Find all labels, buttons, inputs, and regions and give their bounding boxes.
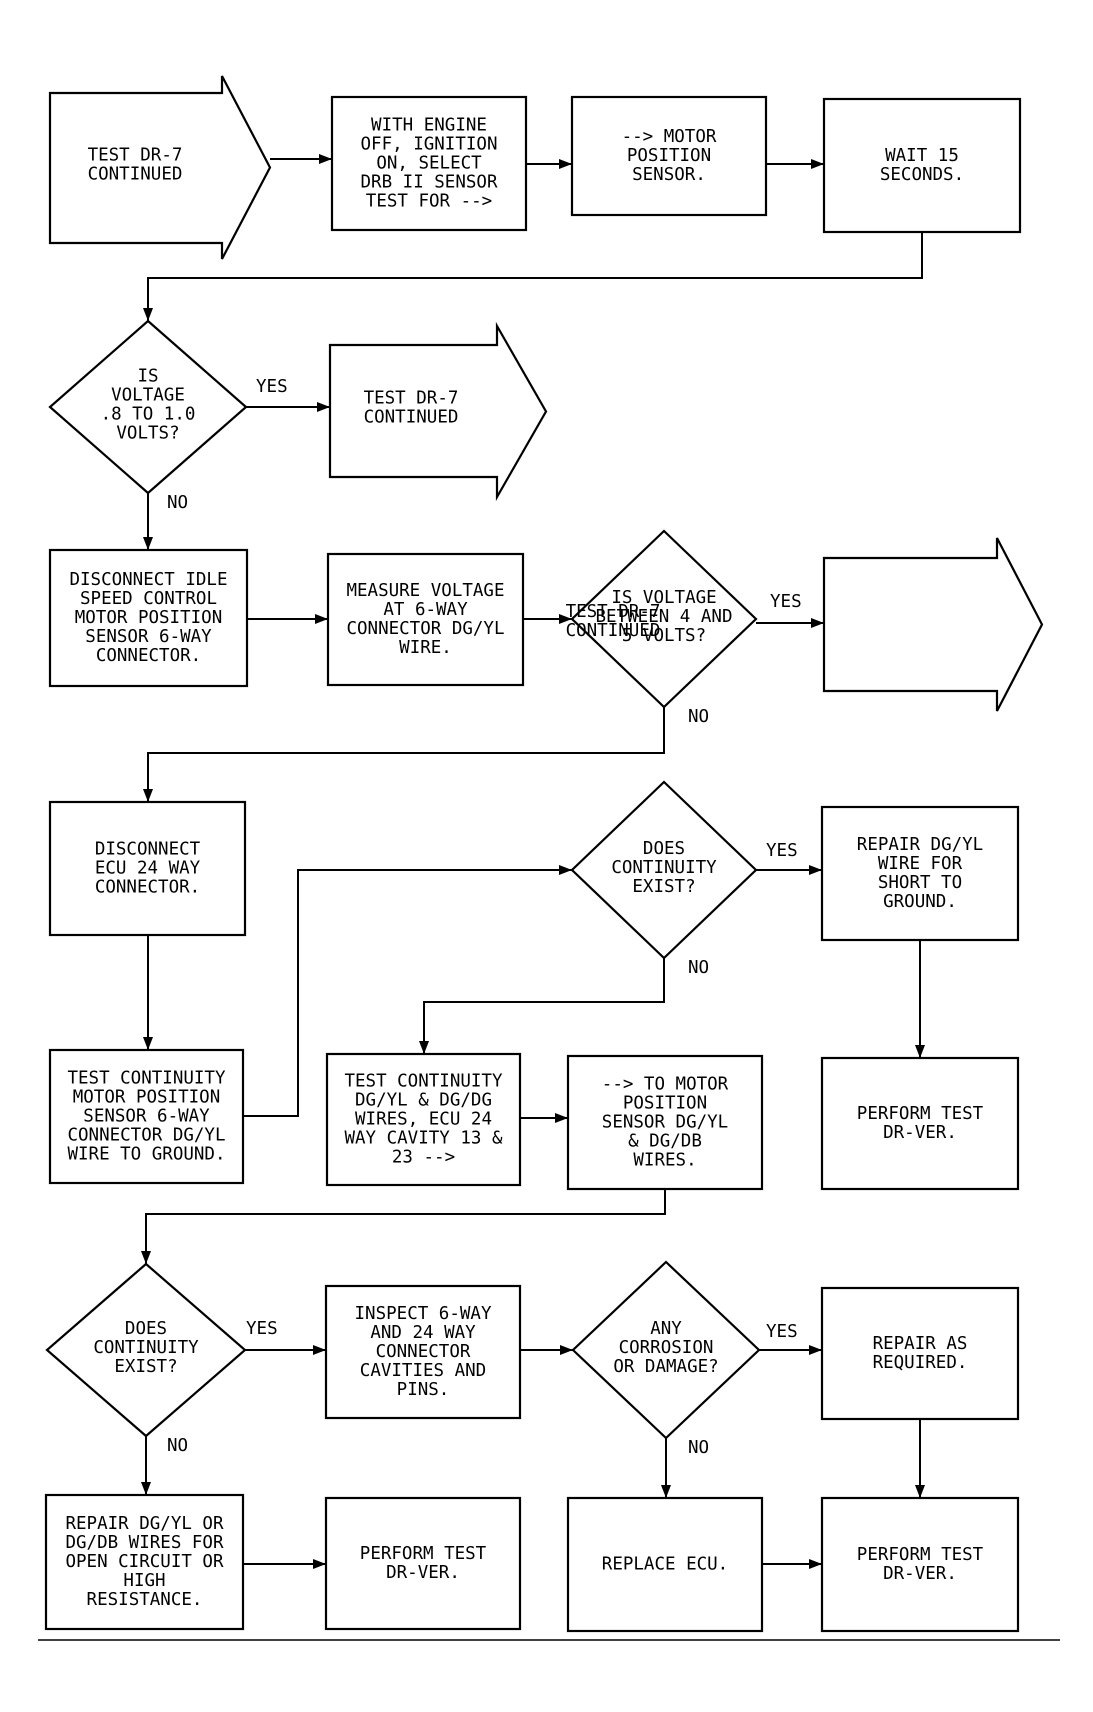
n13-box [566,1054,764,1191]
conn-d2-n9 [147,707,665,802]
n19-box [566,1496,764,1633]
conn-d4-n15-arrowhead [313,1345,326,1355]
conn-n7-d2-arrowhead [559,614,572,624]
conn-n10-n14-arrowhead [915,1045,925,1058]
conn-d3-n12-arrowhead [419,1041,429,1054]
conn-d3-n12 [423,958,665,1054]
flowchart-connectors [141,154,925,1569]
conn-n11-d3 [243,869,572,1117]
conn-n13-d4-arrowhead [141,1251,151,1264]
conn-d2-n8-arrowhead [811,618,824,628]
n18-box [324,1496,522,1631]
conn-d4-n17-arrowhead [141,1482,151,1495]
no-label: NO [167,1436,188,1456]
conn-n4-d1-arrowhead [143,308,153,321]
no-label: NO [688,707,709,727]
conn-d1-n5-arrowhead [317,402,330,412]
conn-n12-n13-arrowhead [555,1113,568,1123]
yes-label: YES [246,1319,278,1339]
n14-box [820,1056,1020,1191]
n20-box [820,1496,1020,1633]
conn-n17-n18-arrowhead [313,1559,326,1569]
n10-box [820,805,1020,942]
conn-d5-n19-arrowhead [661,1485,671,1498]
conn-n15-d5-arrowhead [560,1345,573,1355]
conn-n6-n7-arrowhead [315,614,328,624]
n12-box [325,1052,522,1187]
conn-d5-n16-arrowhead [809,1345,822,1355]
n11-box [48,1048,245,1185]
conn-n13-d4 [145,1189,666,1264]
yes-label: YES [256,377,288,397]
n8-continue-arrow [822,537,1044,712]
conn-n3-n4-arrowhead [811,159,824,169]
n15-box [324,1284,522,1420]
no-label: NO [688,1438,709,1458]
yes-label: YES [770,592,802,612]
conn-n11-d3-arrowhead [559,865,572,875]
conn-n19-n20-arrowhead [809,1559,822,1569]
no-label: NO [688,958,709,978]
n16-box [820,1286,1020,1421]
yes-label: YES [766,841,798,861]
n3-box [570,95,768,217]
conn-n1-n2-arrowhead [319,154,332,164]
n5-continue-arrow [328,321,548,502]
n4-box [822,97,1022,234]
no-label: NO [167,493,188,513]
conn-n2-n3-arrowhead [559,159,572,169]
conn-d2-n9-arrowhead [143,789,153,802]
n17-box [44,1493,245,1631]
flowchart-shapes [44,75,1044,1633]
yes-label: YES [766,1322,798,1342]
conn-d1-n6-arrowhead [143,537,153,550]
conn-n16-n20-arrowhead [915,1485,925,1498]
n19-text: REPLACE ECU. [602,1555,728,1575]
n1-continue-arrow [48,75,272,260]
n2-box [330,95,528,232]
conn-n4-d1 [147,232,923,321]
conn-d3-n10-arrowhead [809,865,822,875]
conn-n9-n11-arrowhead [143,1037,153,1050]
